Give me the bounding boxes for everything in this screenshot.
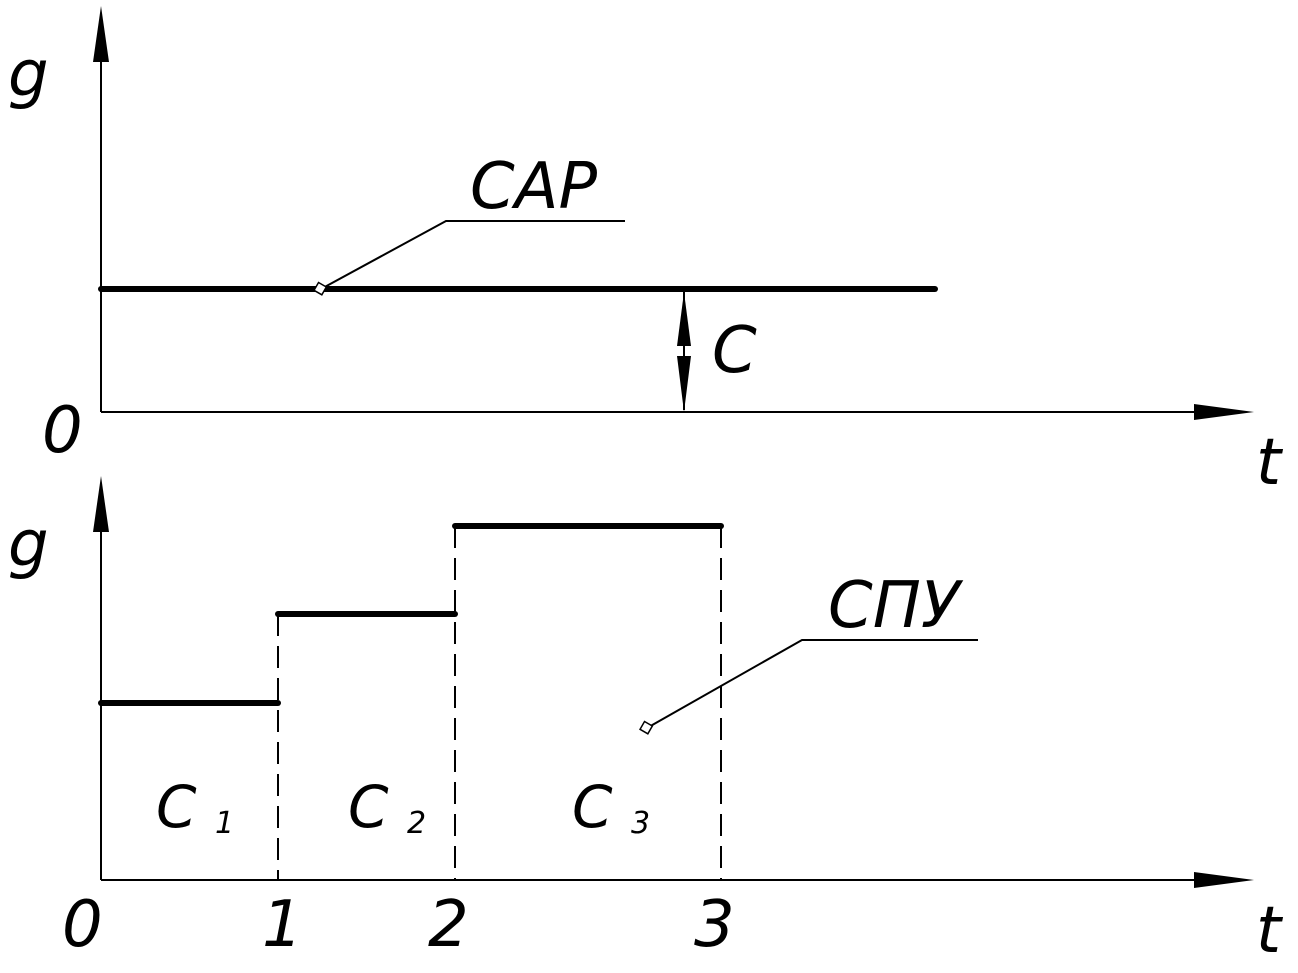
offset-label: С (712, 314, 757, 388)
offset-arrow-down (677, 356, 691, 412)
bottom-plot: g t 0 1 2 3 СПУ С 1 С 2 С 3 (8, 476, 1284, 968)
top-x-axis-label: t (1256, 426, 1284, 500)
bottom-x-axis-arrow (1194, 872, 1254, 888)
offset-arrow-up (677, 292, 691, 346)
top-plot: g t 0 САР С (8, 6, 1284, 500)
segment-label-3-main: С (572, 773, 613, 841)
segment-label-2-sub: 2 (407, 806, 426, 841)
segment-label-2: С 2 (348, 773, 426, 841)
bottom-origin-label: 0 (62, 888, 103, 962)
bottom-y-axis-label: g (8, 508, 49, 582)
bottom-y-axis-arrow (93, 476, 109, 532)
sar-leader (320, 220, 625, 290)
bottom-x-axis-label: t (1256, 894, 1284, 968)
sar-label: САР (470, 150, 597, 224)
segment-label-1: С 1 (156, 773, 234, 841)
segment-label-3: С 3 (572, 773, 650, 841)
top-origin-label: 0 (42, 394, 83, 468)
sar-leader-marker (313, 281, 328, 296)
spu-leader (646, 639, 978, 729)
x-tick-1: 1 (262, 888, 303, 962)
segment-label-3-sub: 3 (631, 806, 650, 841)
spu-leader-marker (639, 720, 654, 735)
top-y-axis-arrow (93, 6, 109, 62)
top-y-axis-label: g (8, 38, 49, 112)
top-x-axis-arrow (1194, 404, 1254, 420)
x-tick-3: 3 (694, 888, 735, 962)
spu-label: СПУ (828, 569, 964, 643)
segment-label-1-main: С (156, 773, 197, 841)
x-tick-2: 2 (428, 888, 469, 962)
segment-label-1-sub: 1 (215, 806, 234, 841)
segment-label-2-main: С (348, 773, 389, 841)
